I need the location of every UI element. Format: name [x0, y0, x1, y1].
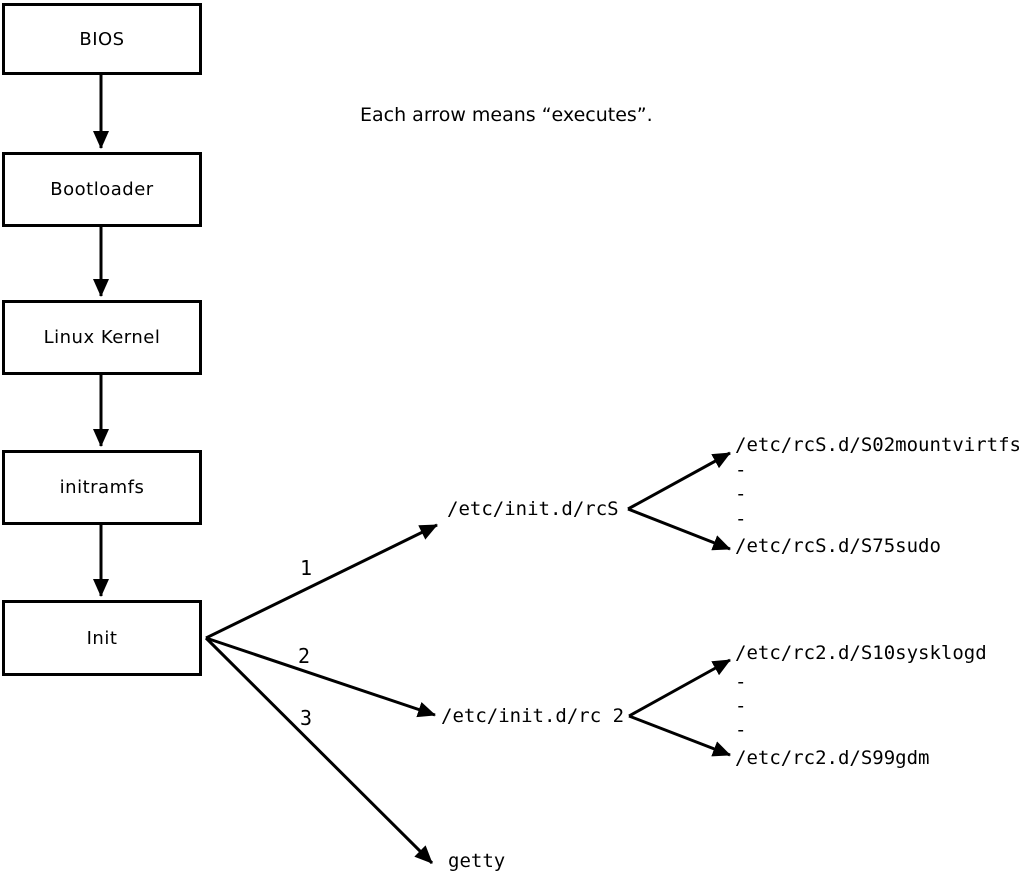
- arrow-rcs-s75sudo: [627, 507, 731, 551]
- path-rc2d-s99gdm: /etc/rc2.d/S99gdm: [735, 747, 930, 769]
- arrow-rc2-s10sysklogd: [628, 658, 731, 718]
- arrow-rcs-s02mountvirtfs: [627, 451, 731, 511]
- box-init: Init: [2, 600, 202, 676]
- path-etc-initd-rcs: /etc/init.d/rcS: [447, 498, 619, 520]
- box-bios: BIOS: [2, 3, 202, 75]
- branch-number-2: 2: [298, 644, 311, 668]
- rcsd-ellipsis-dash-2: -: [735, 483, 747, 505]
- box-initramfs: initramfs: [2, 450, 202, 525]
- path-getty: getty: [448, 850, 506, 872]
- arrow-rc2-s99gdm: [628, 714, 731, 757]
- rcsd-ellipsis-dash-3: -: [735, 508, 747, 530]
- arrow-init-rcs: [205, 523, 438, 640]
- branch-number-1: 1: [300, 556, 313, 580]
- box-linux-kernel: Linux Kernel: [2, 300, 202, 375]
- box-linux-kernel-label: Linux Kernel: [43, 327, 161, 348]
- path-rcsd-s75sudo: /etc/rcS.d/S75sudo: [735, 535, 941, 557]
- arrow-init-getty: [204, 636, 434, 865]
- branch-number-3: 3: [300, 706, 313, 730]
- rcsd-ellipsis-dash-1: -: [735, 459, 747, 481]
- box-initramfs-label: initramfs: [59, 477, 145, 498]
- note-arrow-meaning: Each arrow means “executes”.: [360, 104, 653, 126]
- box-bootloader-label: Bootloader: [50, 179, 154, 200]
- box-bios-label: BIOS: [79, 28, 125, 50]
- path-rc2d-s10sysklogd: /etc/rc2.d/S10sysklogd: [735, 642, 987, 664]
- rc2d-ellipsis-dash-2: -: [735, 695, 747, 717]
- path-etc-initd-rc2: /etc/init.d/rc 2: [441, 705, 625, 727]
- rc2d-ellipsis-dash-3: -: [735, 719, 747, 741]
- box-bootloader: Bootloader: [2, 152, 202, 227]
- box-init-label: Init: [86, 627, 118, 649]
- path-rcsd-s02mountvirtfs: /etc/rcS.d/S02mountvirtfs: [735, 434, 1021, 456]
- rc2d-ellipsis-dash-1: -: [735, 671, 747, 693]
- arrow-init-rc2: [205, 636, 436, 718]
